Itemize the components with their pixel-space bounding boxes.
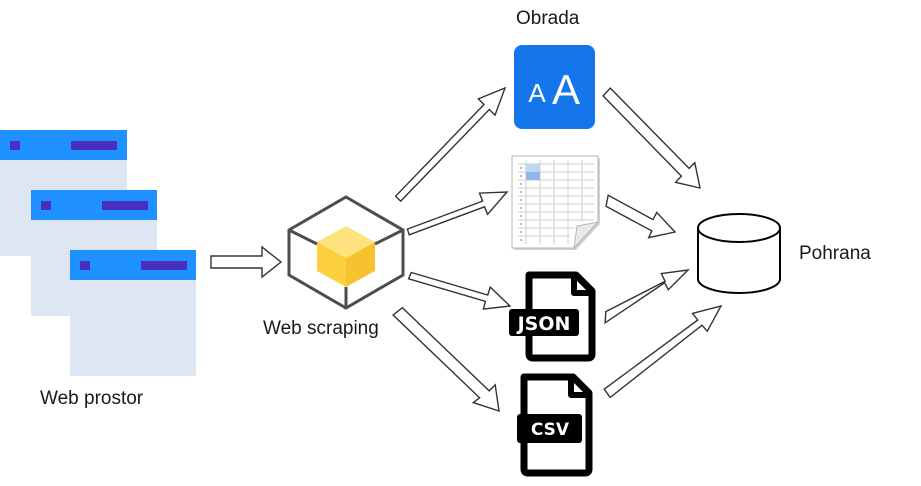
csv-badge-label: CSV <box>531 420 570 440</box>
font-icon-small-letter: A <box>528 78 546 108</box>
scraping-label: Web scraping <box>263 318 379 339</box>
web-space-label: Web prostor <box>40 388 144 409</box>
arrow-json-to-storage <box>604 269 690 325</box>
json-file-icon: JSON <box>509 271 596 362</box>
json-badge-label: JSON <box>516 313 571 335</box>
arrow-text-to-storage <box>602 87 701 189</box>
browser-windows-icon <box>0 130 196 376</box>
processing-label: Obrada <box>516 8 580 29</box>
browser-window-front <box>70 250 196 376</box>
arrow-web-to-scraping <box>210 245 283 279</box>
font-icon: A A <box>514 45 595 129</box>
database-cylinder-icon <box>697 213 781 294</box>
arrow-csv-to-storage <box>603 304 723 399</box>
font-icon-large-letter: A <box>552 66 580 113</box>
csv-file-icon: CSV <box>517 373 593 477</box>
arrow-spreadsheet-to-storage <box>605 194 677 239</box>
arrow-scraping-to-text <box>394 86 507 203</box>
cube-icon <box>287 195 405 310</box>
arrow-scraping-to-json <box>407 271 512 310</box>
storage-label: Pohrana <box>799 243 871 264</box>
arrow-scraping-to-csv <box>392 306 500 413</box>
arrow-scraping-to-spreadsheet <box>406 191 509 236</box>
spreadsheet-icon <box>511 155 600 250</box>
